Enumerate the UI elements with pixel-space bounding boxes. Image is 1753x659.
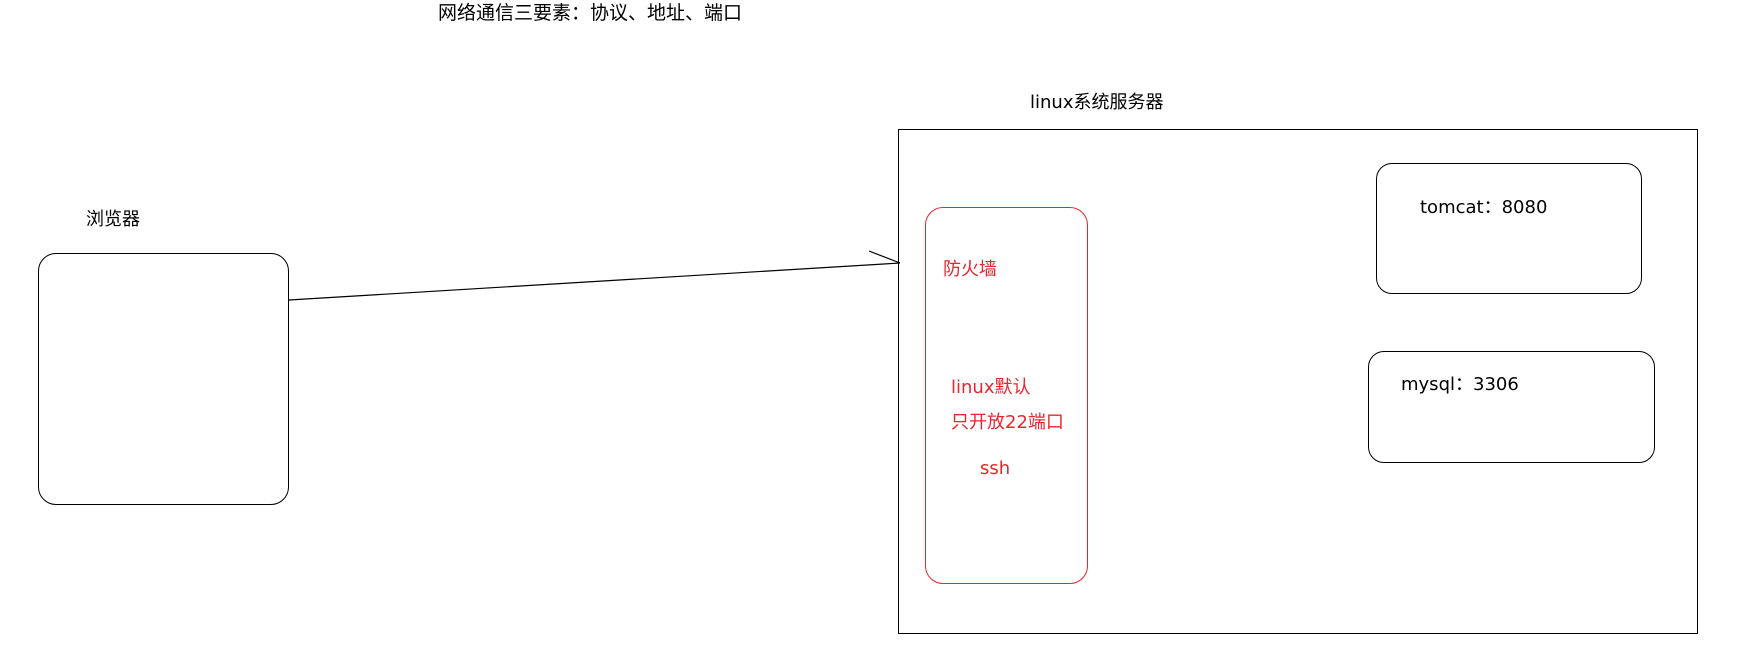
firewall-title: 防火墙 [943,259,997,280]
diagram-heading: 网络通信三要素：协议、地址、端口 [438,2,743,24]
tomcat-box [1376,163,1642,294]
connection-line-segment [288,262,901,301]
firewall-note-line-3: ssh [980,458,1011,479]
firewall-note-line-2: 只开放22端口 [951,412,1064,433]
firewall-box [925,207,1088,584]
browser-box [38,253,289,505]
tomcat-label: tomcat：8080 [1420,197,1548,218]
server-label: linux系统服务器 [1030,92,1164,113]
browser-label: 浏览器 [86,209,140,230]
arrow-head-stroke [868,250,901,264]
server-box [898,129,1698,634]
firewall-note-line-1: linux默认 [951,377,1031,398]
mysql-box [1368,351,1655,463]
mysql-label: mysql：3306 [1401,374,1519,395]
